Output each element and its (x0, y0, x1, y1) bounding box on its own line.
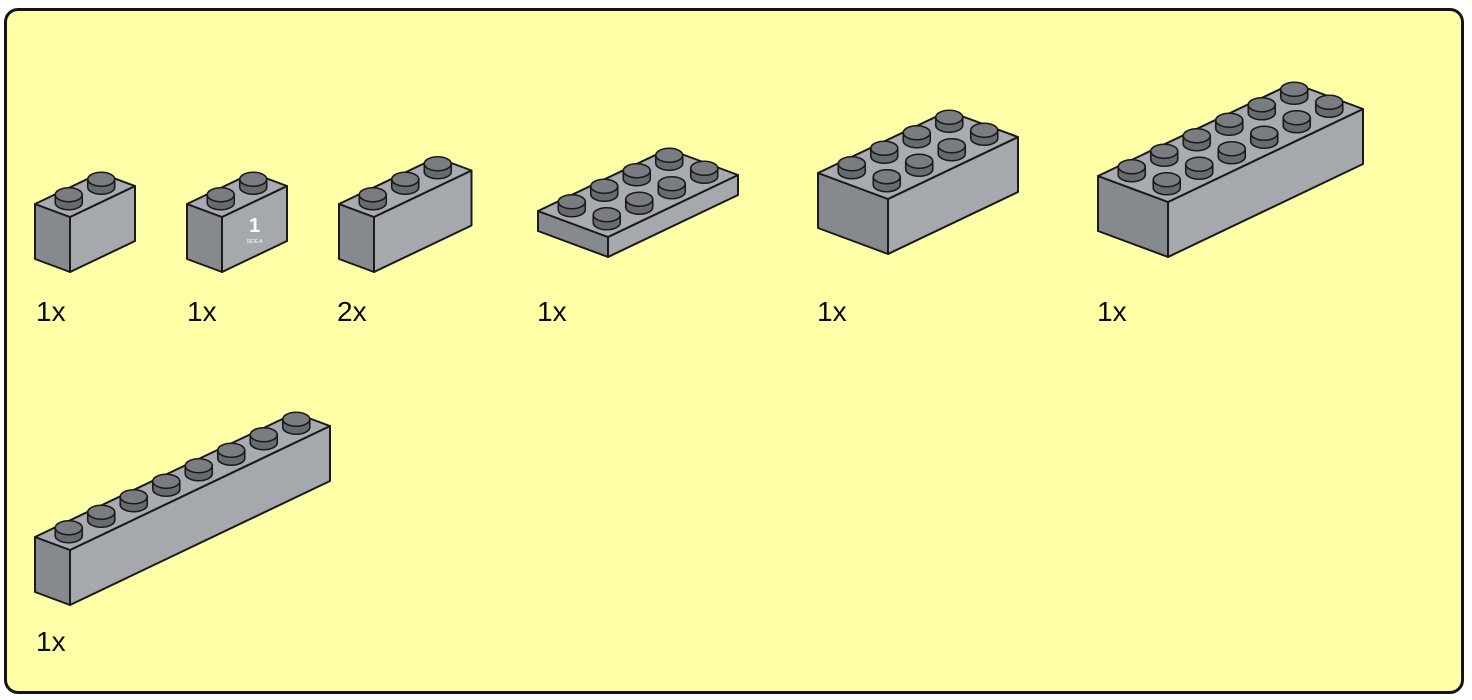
quantity-brick-1x8: 1x (36, 626, 66, 657)
quantity-brick-1x2-printed: 1x (187, 296, 217, 327)
quantity-brick-1x3: 2x (337, 296, 367, 327)
plate-2x4 (537, 147, 739, 258)
brick-1x2 (34, 171, 136, 273)
brick-1x8 (34, 411, 331, 606)
quantity-brick-2x6: 1x (1097, 296, 1127, 327)
brick-2x6 (1097, 81, 1364, 258)
brick-2x4 (817, 109, 1019, 255)
quantity-brick-2x4: 1x (817, 296, 847, 327)
brick-1x3 (338, 155, 473, 273)
brick-print-number: 1 (249, 215, 260, 237)
brick-print-text: SIDE A (246, 239, 263, 245)
quantity-plate-2x4: 1x (537, 296, 567, 327)
quantity-brick-1x2: 1x (36, 296, 66, 327)
